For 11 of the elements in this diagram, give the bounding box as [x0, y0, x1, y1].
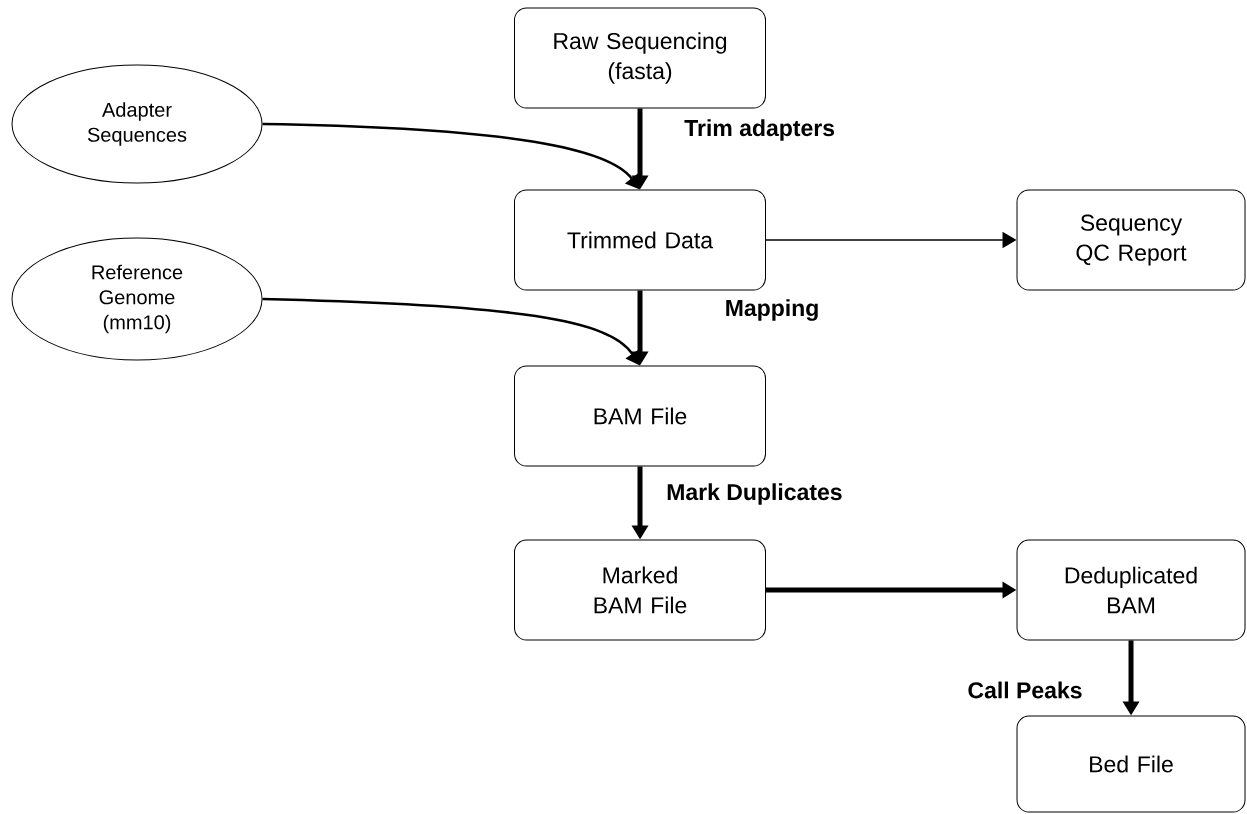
process-box: Bed File: [1016, 715, 1246, 813]
process-box: BAM File: [514, 365, 766, 467]
process-box: Sequency QC Report: [1016, 189, 1246, 291]
edge-label: Mark Duplicates: [664, 481, 845, 507]
edge-label: Mapping: [722, 297, 822, 323]
process-box: Marked BAM File: [514, 539, 766, 641]
process-box: Trimmed Data: [514, 189, 766, 291]
edge-label: Trim adapters: [682, 117, 838, 143]
process-box: Raw Sequencing (fasta): [514, 7, 766, 109]
edge-label: Call Peaks: [965, 679, 1085, 701]
process-box: Deduplicated BAM: [1016, 539, 1246, 641]
